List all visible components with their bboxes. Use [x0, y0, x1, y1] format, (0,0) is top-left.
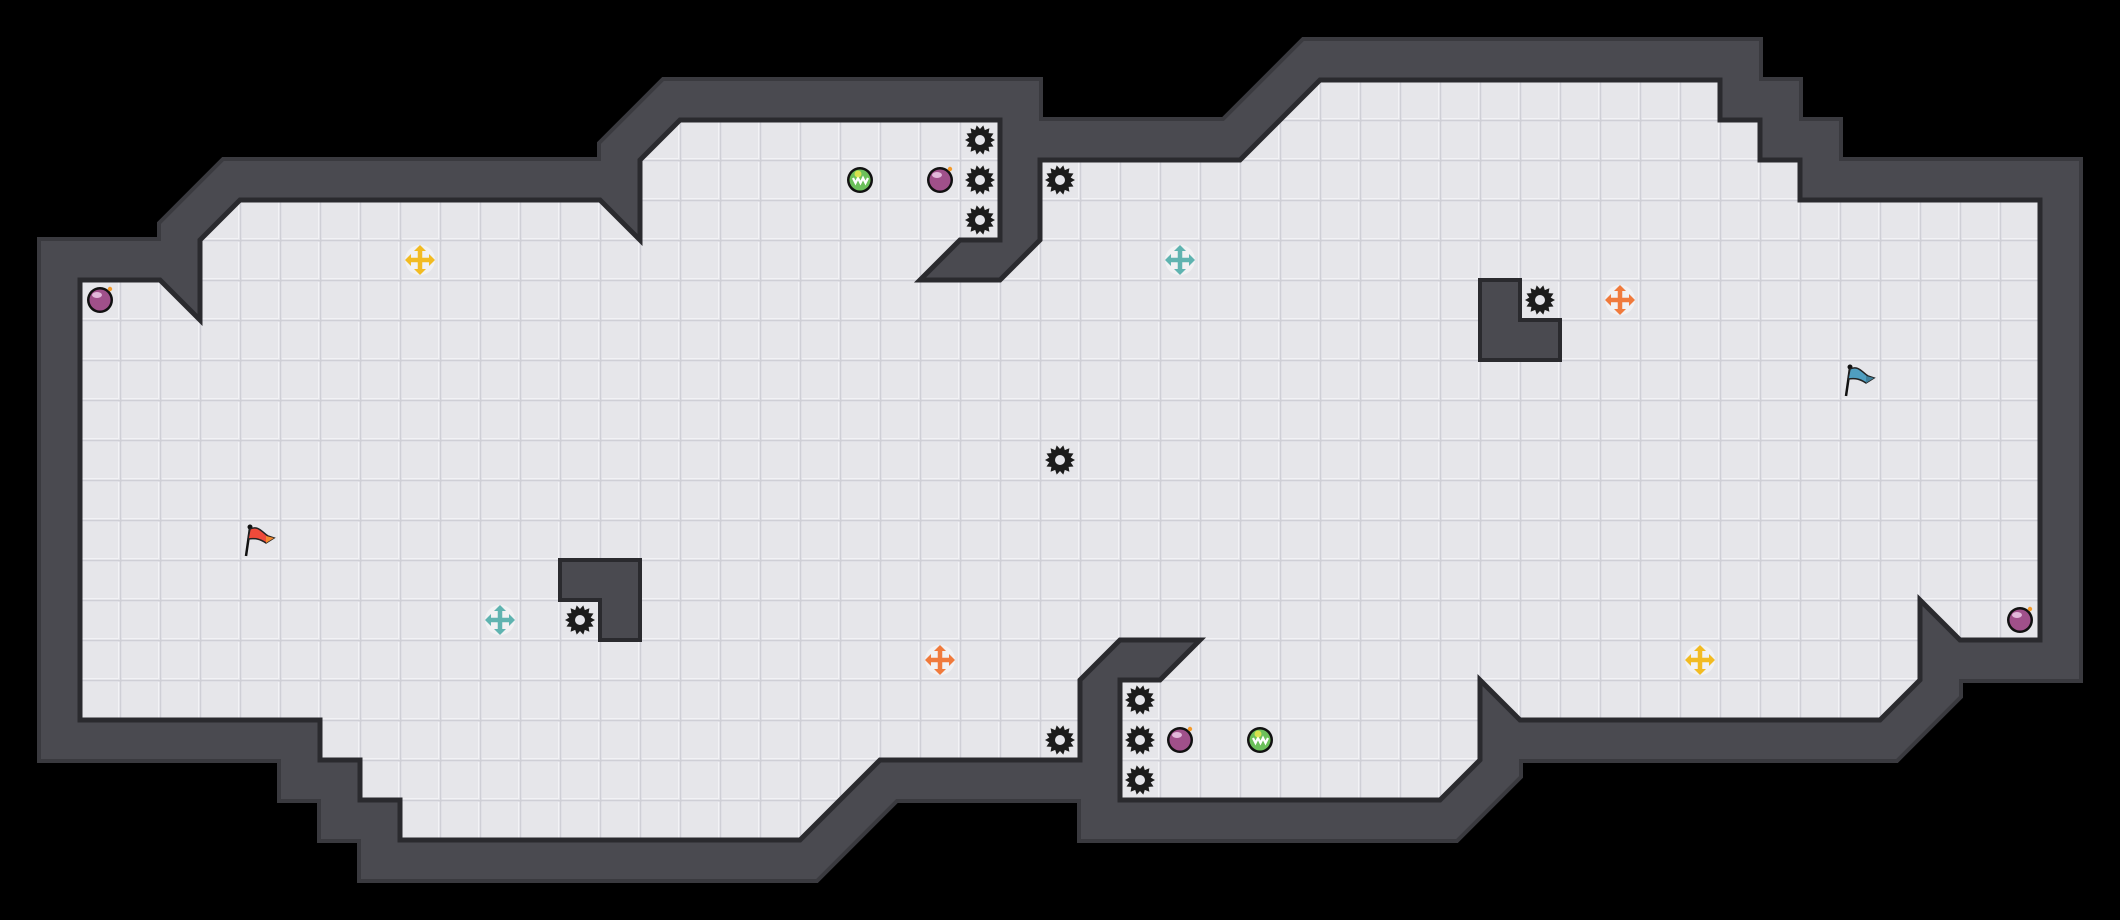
spike-gear-icon — [565, 605, 595, 635]
spike-gear-icon — [1125, 725, 1155, 755]
purple-bomb-ball-icon — [1167, 726, 1193, 753]
teal-move-arrows-icon — [1165, 245, 1195, 275]
purple-bomb-ball-icon — [87, 286, 113, 313]
spike-gear-icon — [1045, 165, 1075, 195]
blue-flag-icon — [1844, 364, 1876, 397]
green-zigzag-ball-icon — [1247, 727, 1273, 753]
wall-block — [1478, 278, 1562, 362]
spike-gear-icon — [1045, 445, 1075, 475]
purple-bomb-ball-icon — [927, 166, 953, 193]
spike-gear-icon — [1525, 285, 1555, 315]
yellow-move-arrows-icon — [405, 245, 435, 275]
spike-gear-icon — [965, 205, 995, 235]
entities — [87, 125, 2033, 795]
spike-gear-icon — [965, 125, 995, 155]
spike-gear-icon — [965, 165, 995, 195]
green-zigzag-ball-icon — [847, 167, 873, 193]
teal-move-arrows-icon — [485, 605, 515, 635]
spike-gear-icon — [1125, 765, 1155, 795]
wall-block — [558, 558, 642, 642]
inner-walls — [558, 278, 1562, 642]
purple-bomb-ball-icon — [2007, 606, 2033, 633]
yellow-move-arrows-icon — [1685, 645, 1715, 675]
orange-move-arrows-icon — [925, 645, 955, 675]
orange-move-arrows-icon — [1605, 285, 1635, 315]
spike-gear-icon — [1125, 685, 1155, 715]
spike-gear-icon — [1045, 725, 1075, 755]
red-flag-icon — [244, 524, 276, 557]
